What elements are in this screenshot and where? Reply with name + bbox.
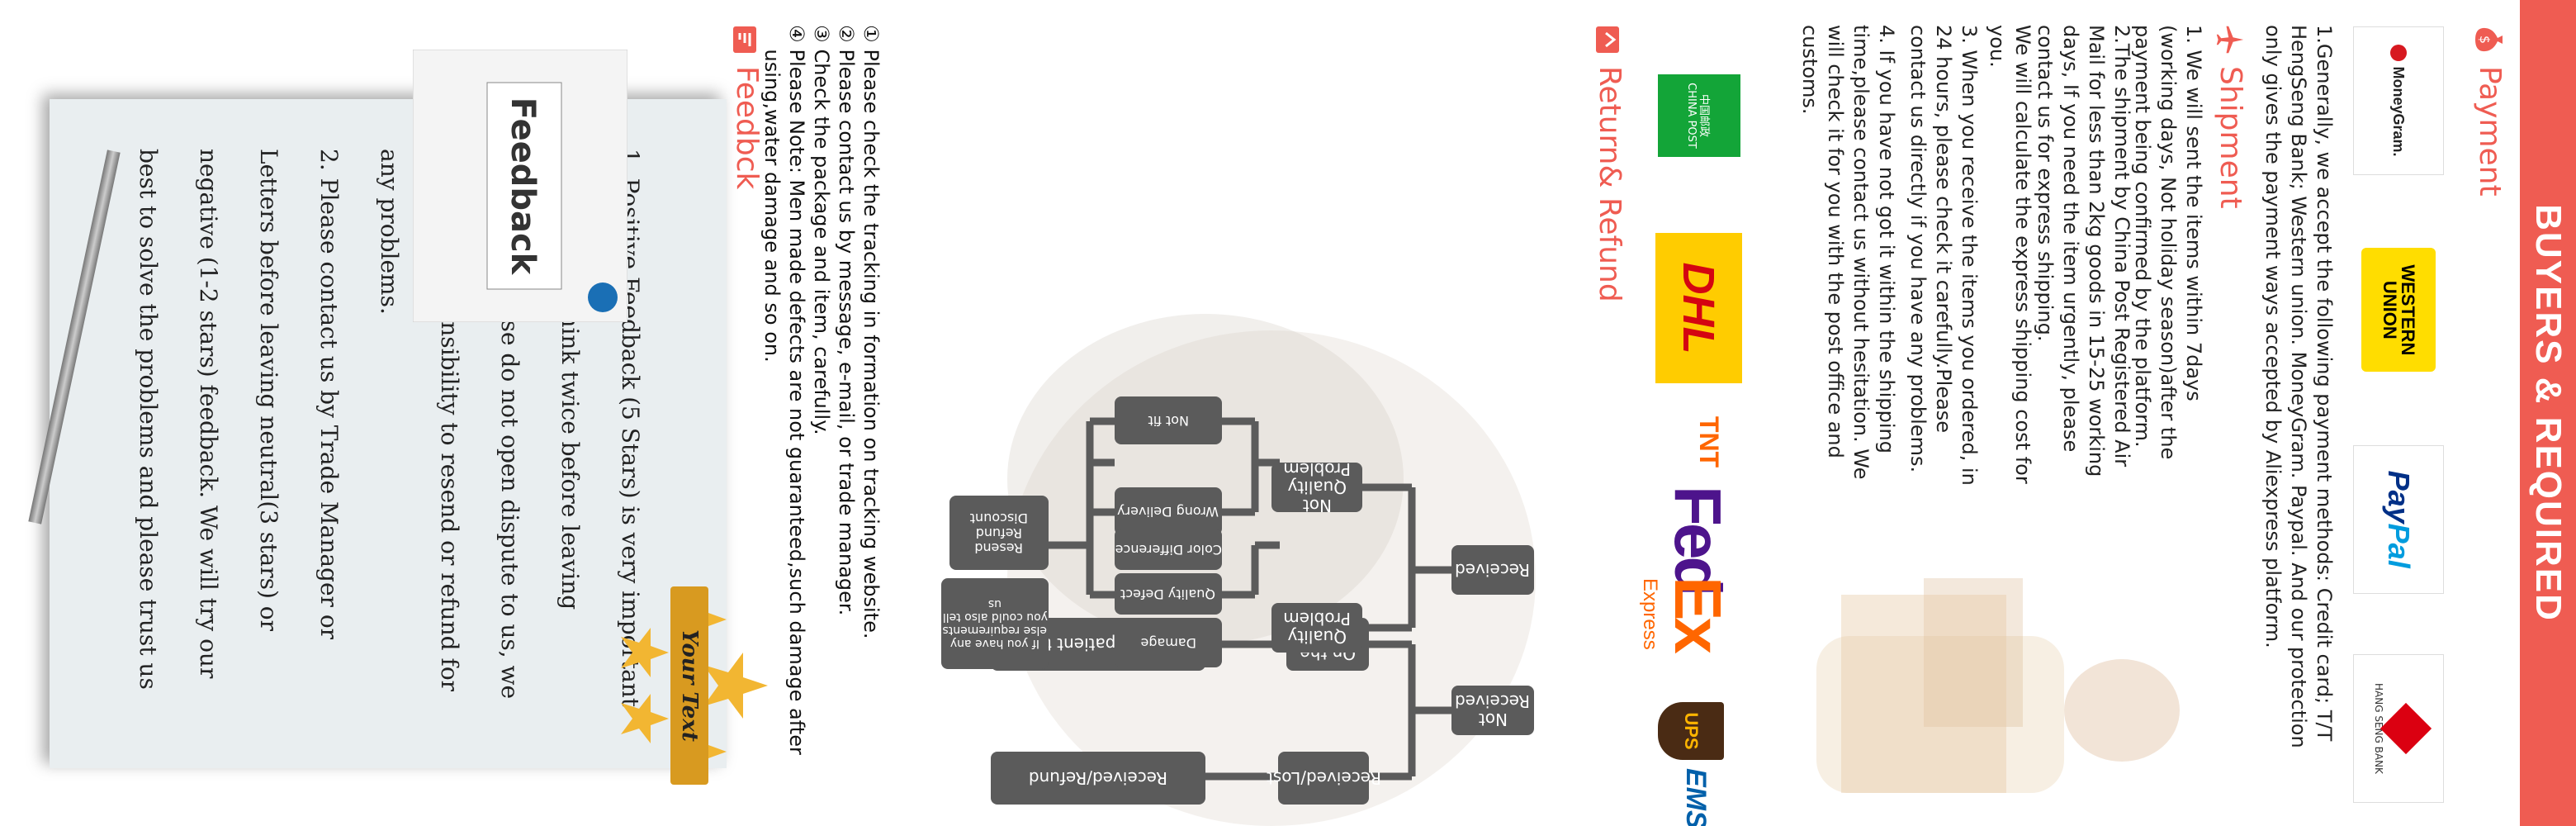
ems-label: EMS: [1680, 768, 1712, 826]
moneygram-mark-icon: [2390, 45, 2407, 62]
flow-not-quality: Not Quality Problem: [1271, 459, 1362, 515]
note-row: ② Please contact us by message, e-mail, o…: [834, 25, 859, 818]
payment-title: Payment: [2473, 66, 2507, 197]
flow-quality-defect: Quality Defect: [1115, 573, 1222, 615]
gold-badge: Your Text: [621, 586, 768, 785]
feedback-icon: [732, 25, 762, 55]
shipment-title: Shipment: [2214, 66, 2247, 209]
ups-logo: UPS: [1658, 702, 1724, 760]
hang-seng-logo: HANG SENG BANK: [2353, 653, 2444, 803]
note-num: ③: [810, 25, 833, 43]
feedback-card-photo: Feedback: [413, 50, 627, 322]
return-title: Return& Refund: [1593, 66, 1627, 302]
svg-text:$: $: [2478, 36, 2493, 44]
fedex-logo: Fed Ex Express: [1635, 479, 1742, 686]
flow-else-requirements: If you have any else requirements you co…: [941, 578, 1049, 669]
parcel-boxes-illustration: [1841, 595, 2006, 793]
handshake-background: [1007, 314, 1536, 826]
payment-text: 1.Generally, we accept the following pay…: [2261, 25, 2336, 748]
banner-header: BUYERS & REQUIRED: [2520, 0, 2576, 826]
airplane-icon: [2216, 25, 2246, 55]
note-text: Check the package and item, carefully.: [810, 49, 833, 435]
payment-section-title: $ Payment: [2473, 25, 2507, 197]
carrier-logos: 中国邮政 CHINA POST DHL TNT Fed Ex Express U…: [1627, 0, 1742, 826]
shipment-section-title: Shipment: [2214, 25, 2247, 209]
wu-line2: UNION: [2379, 280, 2400, 339]
delivery-man-illustration: [1816, 578, 2180, 793]
flow-damage: Damage: [1115, 618, 1222, 667]
flow-color-difference: Color Difference: [1115, 529, 1222, 570]
return-section-title: Return& Refund: [1593, 25, 1627, 302]
note-text: Please check the tracking in formation o…: [859, 49, 883, 639]
flow-received: Received: [1451, 545, 1534, 595]
flow-resend: Resend Refund Discount: [949, 496, 1049, 570]
note-row: ① Please check the tracking in formation …: [859, 25, 883, 818]
feedback-section-title: Feedbck: [730, 25, 764, 189]
return-icon: [1595, 25, 1625, 55]
feedback-p2: 2. Please contact us by Trade Manager or…: [135, 149, 343, 690]
flow-not-received: Not Received: [1451, 686, 1534, 735]
paypal-part-a: Pay: [2382, 470, 2416, 524]
money-bag-icon: $: [2475, 25, 2505, 55]
note-num: ④: [785, 25, 808, 43]
flow-quality: Quality Problem: [1271, 603, 1362, 653]
dhl-logo: DHL: [1655, 233, 1742, 383]
dhl-label: DHL: [1674, 262, 1724, 354]
flow-received-lost: Received/Lost: [1266, 752, 1381, 805]
shipment-p3: We will calculate the express shipping c…: [1986, 25, 2034, 484]
moneygram-logo: MoneyGram.: [2353, 26, 2444, 175]
tnt-logo: TNT: [1676, 396, 1742, 487]
note-num: ①: [859, 25, 883, 43]
note-row: ③ Check the package and item, carefully.: [809, 25, 834, 818]
china-post-logo: 中国邮政 CHINA POST: [1658, 74, 1740, 157]
return-notes: ① Please check the tracking in formation …: [760, 25, 883, 818]
china-post-cn: 中国邮政: [1698, 93, 1710, 137]
banner-title: BUYERS & REQUIRED: [2528, 204, 2569, 622]
flow-not-fit: Not fit: [1115, 396, 1222, 444]
flow-received-refund: Received/Refund: [991, 752, 1205, 805]
fedex-part-b: Ex: [1661, 577, 1735, 651]
paypal-logo: PayPal: [2353, 444, 2444, 594]
china-post-en: CHINA POST: [1685, 83, 1698, 149]
flow-connectors: [1049, 417, 1453, 781]
shipment-p5: 4. If you have not got it within the shi…: [1798, 25, 1898, 480]
wu-line1: WESTERN: [2398, 264, 2418, 356]
badge-label: Your Text: [677, 629, 702, 742]
paypal-part-b: Pal: [2382, 523, 2416, 568]
ups-label: UPS: [1681, 712, 1702, 750]
fedex-express: Express: [1639, 578, 1661, 650]
feedback-card-label: Feedback: [504, 97, 542, 276]
ems-logo: EMS: [1655, 768, 1737, 826]
pushpin-icon: [588, 282, 618, 312]
moneygram-label: MoneyGram.: [2390, 66, 2408, 157]
shipment-p2: 2.The shipment by China Post Registered …: [2034, 25, 2133, 477]
note-num: ②: [835, 25, 858, 43]
shipment-p1: 1. We will sent the items within 7days (…: [2131, 25, 2205, 460]
note-text: Please contact us by message, e-mail, or…: [835, 49, 858, 616]
shipment-p4: 3. When you receive the items you ordere…: [1906, 25, 1981, 486]
tnt-label: TNT: [1694, 415, 1725, 468]
hang-seng-mark-icon: [2379, 702, 2432, 755]
feedback-title: Feedbck: [730, 66, 764, 190]
